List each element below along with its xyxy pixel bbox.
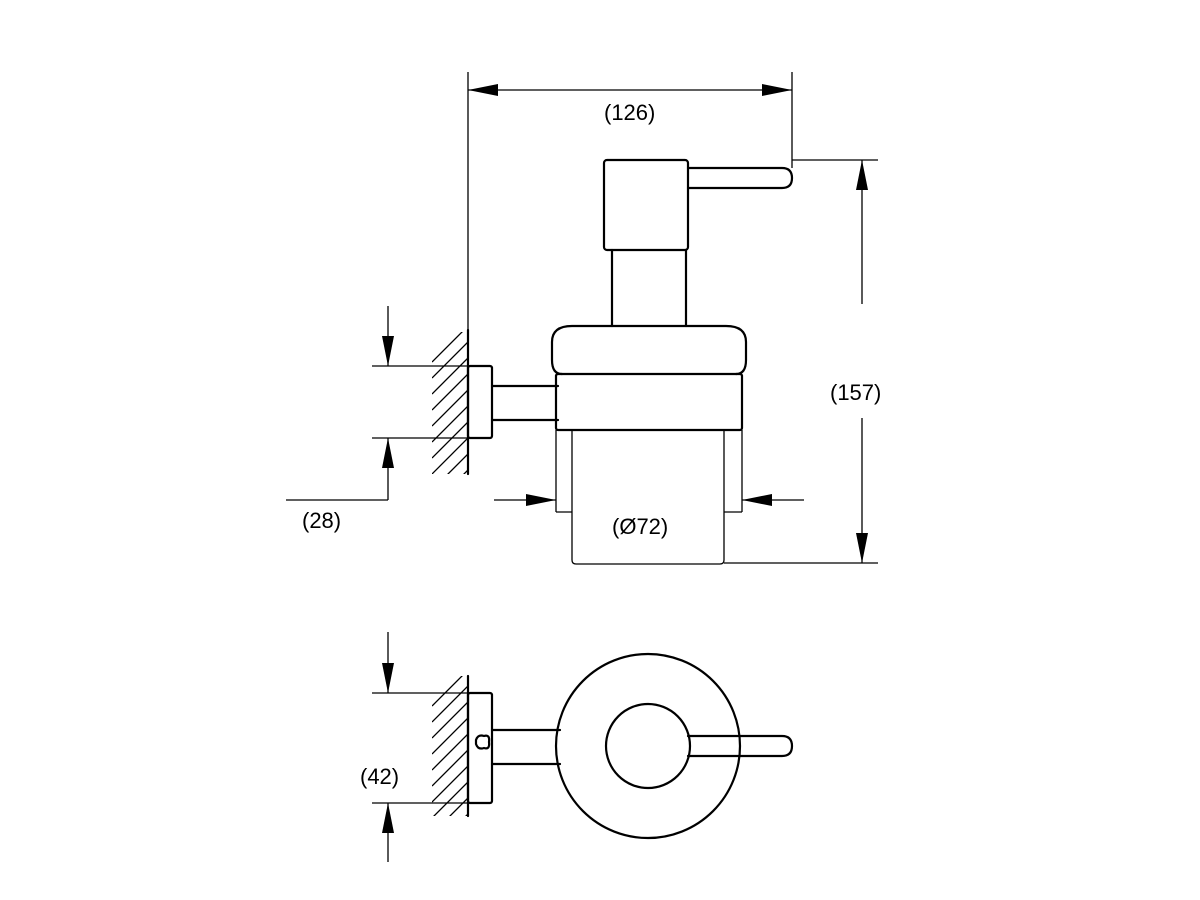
holder-arm-top	[490, 728, 562, 766]
dispenser-cap-side	[550, 324, 748, 376]
wall-plate-side	[466, 364, 494, 440]
arrow-28-top	[382, 336, 394, 366]
glass-body-side	[571, 430, 725, 565]
pump-nozzle-top	[686, 734, 794, 758]
dim-label-28: (28)	[302, 508, 342, 533]
pump-neck-side	[610, 248, 688, 328]
dim-label-72: (Ø72)	[612, 514, 669, 539]
arrow-28-bottom	[382, 438, 394, 468]
arrow-126-left	[468, 84, 498, 96]
arrow-72-left	[526, 494, 556, 506]
side-view	[432, 158, 794, 565]
arrow-72-right	[742, 494, 772, 506]
pump-head-top	[604, 702, 692, 790]
pump-head-side	[602, 158, 690, 252]
dim-label-157: (157)	[830, 380, 882, 405]
brand-logo-mark	[474, 734, 491, 750]
wall-plate-top	[466, 691, 494, 805]
ring-holder-side	[554, 372, 744, 432]
arrow-126-right	[762, 84, 792, 96]
holder-arm-side	[490, 384, 560, 422]
arrow-42-bottom	[382, 803, 394, 833]
side-dimensions	[286, 72, 878, 564]
dim-label-42: (42)	[360, 764, 400, 789]
top-view	[432, 652, 794, 840]
wall-hatch-bottom	[432, 676, 468, 816]
arrow-42-top	[382, 663, 394, 693]
wall-hatch-top	[432, 332, 468, 474]
dim-label-126: (126)	[604, 100, 656, 125]
ring-holder-top	[554, 652, 742, 840]
arrow-157-bottom	[856, 533, 868, 563]
pump-nozzle-side	[686, 166, 794, 190]
top-dimensions	[372, 632, 468, 862]
glass-inner-lines	[555, 430, 743, 513]
arrow-157-top	[856, 160, 868, 190]
